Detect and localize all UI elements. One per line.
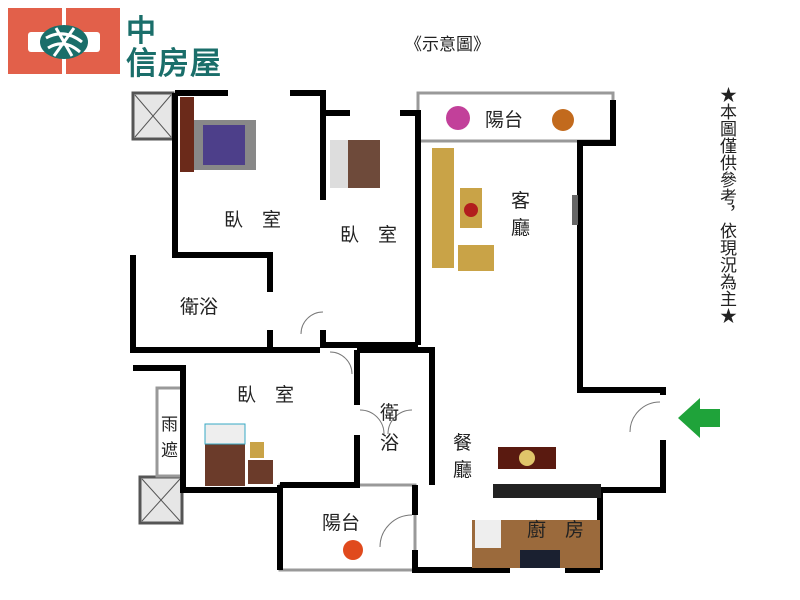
doors xyxy=(300,311,661,548)
room-label-living-b: 廳 xyxy=(511,217,531,239)
company-logo xyxy=(8,8,120,74)
room-label-bedroom-2: 臥 室 xyxy=(340,224,398,246)
room-label-canopy-a: 雨 xyxy=(161,415,178,435)
shaft-bottom xyxy=(138,475,184,525)
room-label-kitchen: 廚 房 xyxy=(527,519,585,541)
room-label-balcony-top: 陽台 xyxy=(485,109,524,131)
room-label-dining-a: 餐 xyxy=(453,432,473,454)
room-label-dining-b: 廳 xyxy=(453,459,473,481)
room-label-living-a: 客 xyxy=(511,190,531,212)
brand-name-line1: 中 xyxy=(126,14,157,49)
entrance-arrow-icon xyxy=(678,398,720,438)
shaft-top xyxy=(131,91,175,141)
walls xyxy=(130,90,666,573)
brand-name-line2: 信房屋 xyxy=(126,46,222,82)
room-label-canopy-b: 遮 xyxy=(161,441,178,461)
diagram-caption: 《示意圖》 xyxy=(405,35,490,55)
room-label-bath-1: 衛浴 xyxy=(180,296,219,318)
room-label-balcony-bottom: 陽台 xyxy=(322,512,361,534)
room-label-bedroom-3: 臥 室 xyxy=(237,384,295,406)
room-label-bath-2-b: 浴 xyxy=(380,432,400,454)
room-label-bath-2-a: 衛 xyxy=(380,402,400,424)
disclaimer-note: ★本圖僅供參考，依現況為主★ xyxy=(716,86,736,324)
room-label-bedroom-1: 臥 室 xyxy=(224,209,282,231)
furniture xyxy=(180,97,601,568)
